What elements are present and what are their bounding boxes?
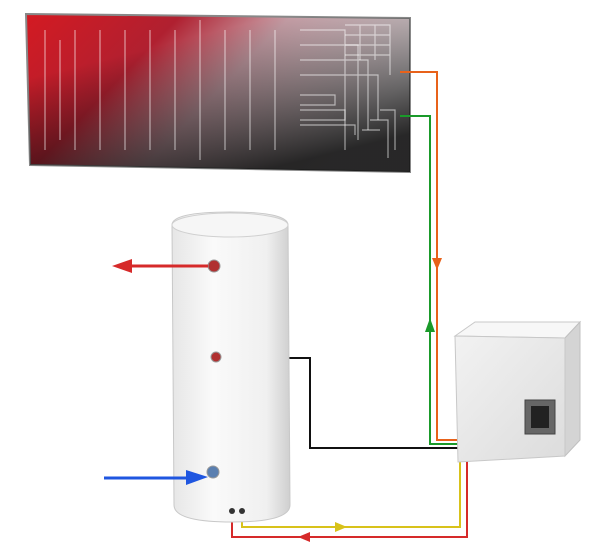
flow-arrow-down-icon xyxy=(432,258,442,270)
hot-outlet-port xyxy=(207,259,221,273)
collector-return-pipe xyxy=(400,115,462,445)
absorber-tubes xyxy=(44,20,396,160)
collector-outlet-pipe xyxy=(400,71,462,441)
hot-water-storage-tank xyxy=(171,211,291,523)
controller-box xyxy=(453,320,582,463)
flow-arrow-right-icon xyxy=(335,522,347,532)
solar-collector-panel xyxy=(24,12,411,174)
hot-water-outlet-arrow xyxy=(112,259,208,273)
flow-arrow-up-icon xyxy=(425,318,435,332)
tank-return-pipe xyxy=(231,455,468,538)
flow-arrow-left-icon xyxy=(298,532,310,542)
cold-water-inlet-arrow xyxy=(104,470,208,485)
sensor-port xyxy=(210,351,222,363)
cold-inlet-port xyxy=(206,465,220,479)
